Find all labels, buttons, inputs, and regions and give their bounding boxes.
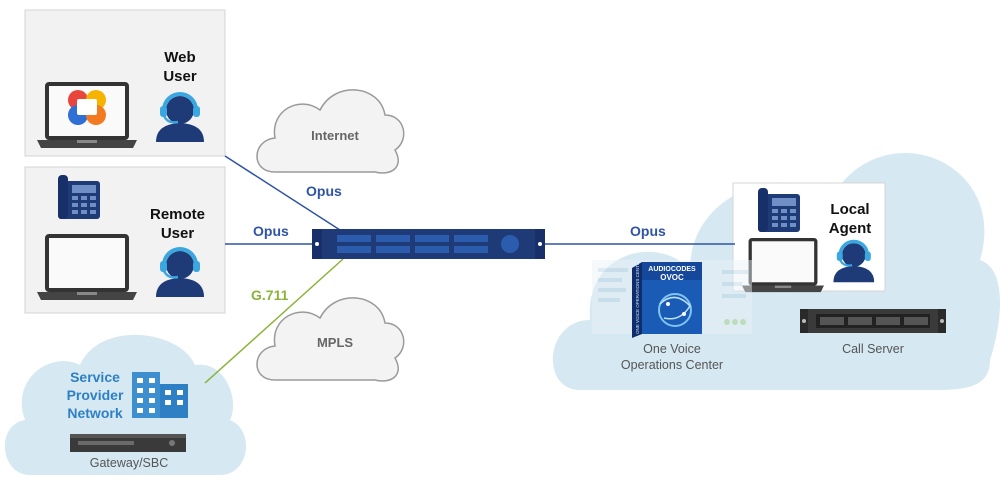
ovoc-name-label: One Voice Operations Center (620, 342, 724, 372)
gateway-link (204, 258, 344, 384)
service-provider-label: Service Provider Network (66, 369, 124, 421)
local-agent-phone-icon (758, 188, 800, 232)
ovoc-box-side-text: ONE VOICE OPERATIONS CENTER (635, 258, 640, 334)
remote-user-title: Remote User (149, 206, 205, 242)
office-building-icon (132, 372, 188, 418)
mpls-cloud (256, 297, 405, 382)
call-server-label: Call Server (842, 342, 904, 356)
web-user-codec-label: Opus (306, 183, 342, 199)
remote-user-phone-icon (58, 175, 100, 219)
gateway-sbc-icon (70, 434, 186, 452)
agent-codec-label: Opus (630, 223, 666, 239)
local-agent-title: Local Agent (828, 201, 872, 237)
call-server-icon (800, 309, 946, 333)
ovoc-box-logo-text: OVOC (660, 273, 684, 282)
ovoc-product-box-icon (632, 262, 702, 338)
web-user-title: Web User (163, 49, 197, 85)
gateway-sbc-label: Gateway/SBC (89, 456, 169, 470)
central-sbc-router-icon (312, 229, 545, 259)
internet-label: Internet (311, 128, 359, 143)
remote-user-laptop-icon (37, 234, 137, 300)
ovoc-box-brand-text: AUDIOCODES (648, 266, 696, 273)
internet-cloud (256, 89, 405, 174)
gateway-codec-label: G.711 (251, 287, 289, 303)
webrtc-logo-icon (68, 90, 106, 125)
mpls-label: MPLS (316, 335, 354, 350)
remote-user-codec-label: Opus (253, 223, 289, 239)
local-agent-laptop-icon (742, 238, 824, 293)
web-user-link (224, 155, 341, 231)
